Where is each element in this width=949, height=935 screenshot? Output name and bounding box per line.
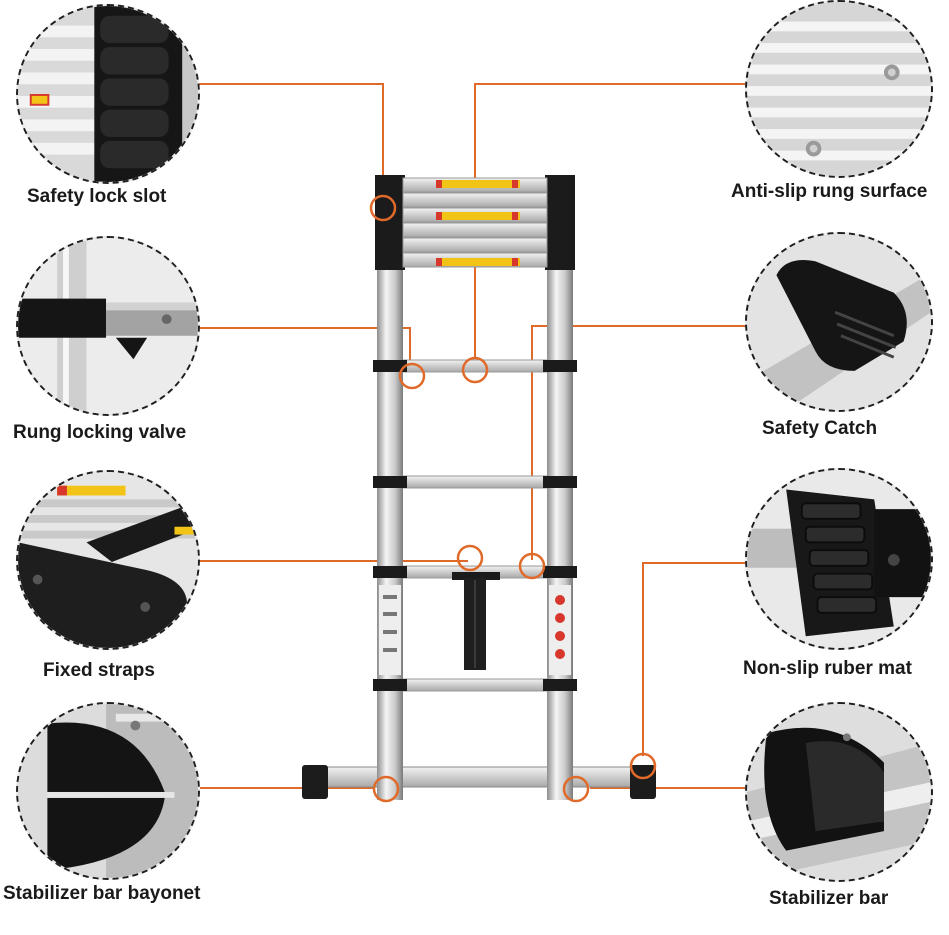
connector-non-slip-mat: [642, 562, 745, 756]
label-rung-locking-valve: Rung locking valve: [13, 422, 187, 443]
detail-rung-locking-valve: [16, 236, 200, 416]
label-stabilizer-bar-bayonet: Stabilizer bar bayonet: [3, 883, 201, 904]
marker-rung-locking-valve: [398, 362, 426, 390]
label-stabilizer-bar: Stabilizer bar: [769, 888, 889, 909]
detail-non-slip-ruber-mat: [745, 468, 933, 650]
label-non-slip-ruber-mat: Non-slip ruber mat: [743, 658, 912, 679]
marker-safety-lock-slot: [369, 194, 397, 222]
label-fixed-straps: Fixed straps: [43, 660, 155, 681]
detail-fixed-straps: [16, 470, 200, 650]
label-safety-catch: Safety Catch: [762, 418, 878, 439]
marker-anti-slip-rung: [461, 356, 489, 384]
detail-stabilizer-bar: [745, 702, 933, 882]
marker-fixed-straps: [456, 544, 484, 572]
detail-safety-catch: [745, 232, 933, 412]
connector-rung-locking-valve: [200, 327, 411, 372]
marker-safety-catch: [518, 552, 546, 580]
label-anti-slip-rung-surface: Anti-slip rung surface: [731, 181, 928, 202]
connector-safety-lock-slot: [170, 83, 384, 196]
marker-non-slip-mat: [629, 752, 657, 780]
marker-stabilizer-bayonet: [372, 775, 400, 803]
detail-safety-lock-slot: [16, 4, 200, 184]
label-safety-lock-slot: Safety lock slot: [27, 186, 167, 207]
marker-stabilizer-bar: [562, 775, 590, 803]
detail-anti-slip-rung-surface: [745, 0, 933, 178]
detail-stabilizer-bar-bayonet: [16, 702, 200, 880]
